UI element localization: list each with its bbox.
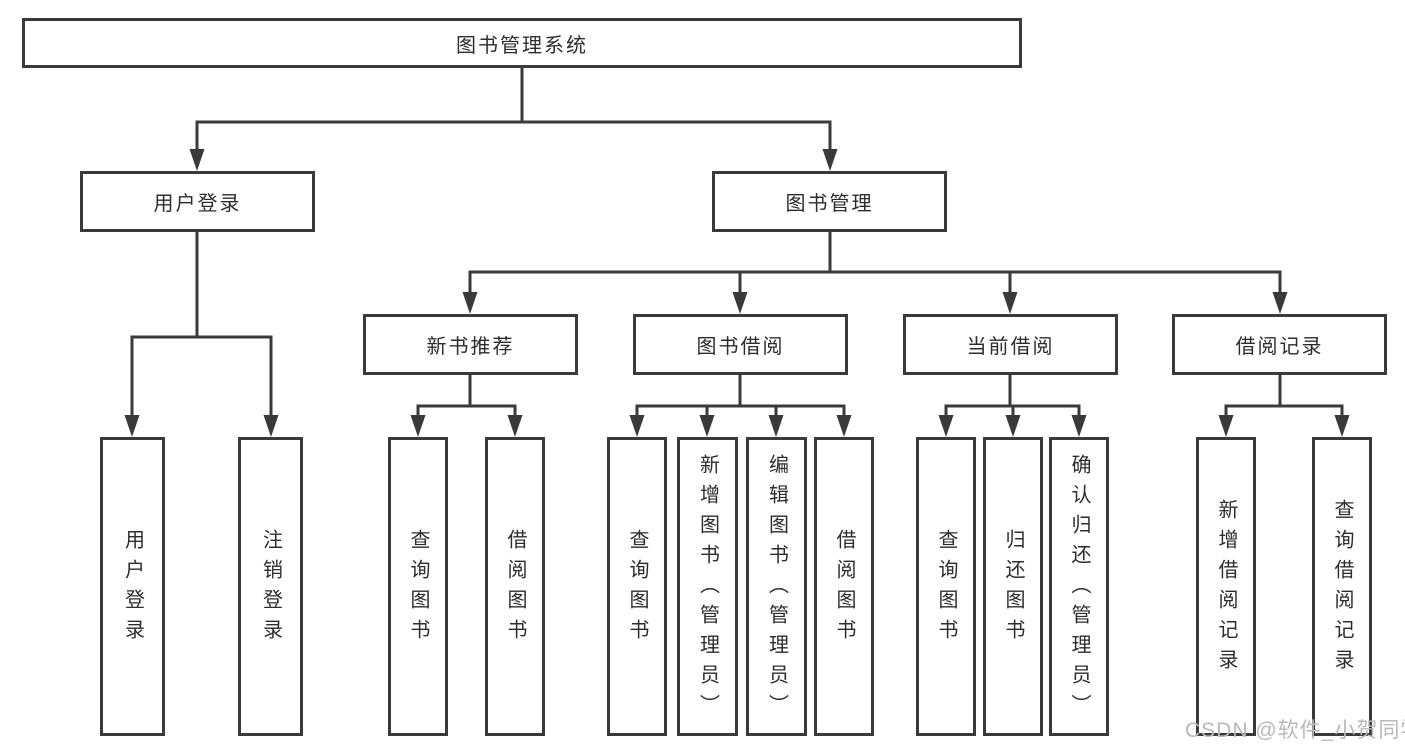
node-new-book-recommendation: 新书推荐 [363,314,578,375]
node-current-borrowing: 当前借阅 [903,314,1118,375]
node-user-login-branch: 用户登录 [80,171,315,232]
leaf-confirm-return-admin: 确认归还（管理员） [1049,437,1109,736]
node-book-borrowing: 图书借阅 [633,314,848,375]
node-borrowing-records: 借阅记录 [1172,314,1387,375]
node-library-management-system: 图书管理系统 [22,18,1022,68]
leaf-edit-books-admin: 编辑图书（管理员） [746,437,807,736]
leaf-query-books-recommend: 查询图书 [388,437,448,736]
leaf-borrow-books: 借阅图书 [814,437,874,736]
node-book-management-branch: 图书管理 [712,171,947,232]
leaf-query-borrow-record: 查询借阅记录 [1312,437,1372,736]
leaf-query-books-current: 查询图书 [916,437,976,736]
leaf-query-books-borrow: 查询图书 [607,437,667,736]
leaf-logout: 注销登录 [238,437,303,736]
leaf-borrow-books-recommend: 借阅图书 [485,437,545,736]
leaf-add-borrow-record: 新增借阅记录 [1196,437,1256,736]
leaf-user-login: 用户登录 [100,437,165,736]
leaf-return-books: 归还图书 [983,437,1043,736]
csdn-watermark: CSDN @软件_小贺同学 [1185,719,1405,742]
leaf-add-books-admin: 新增图书（管理员） [677,437,738,736]
